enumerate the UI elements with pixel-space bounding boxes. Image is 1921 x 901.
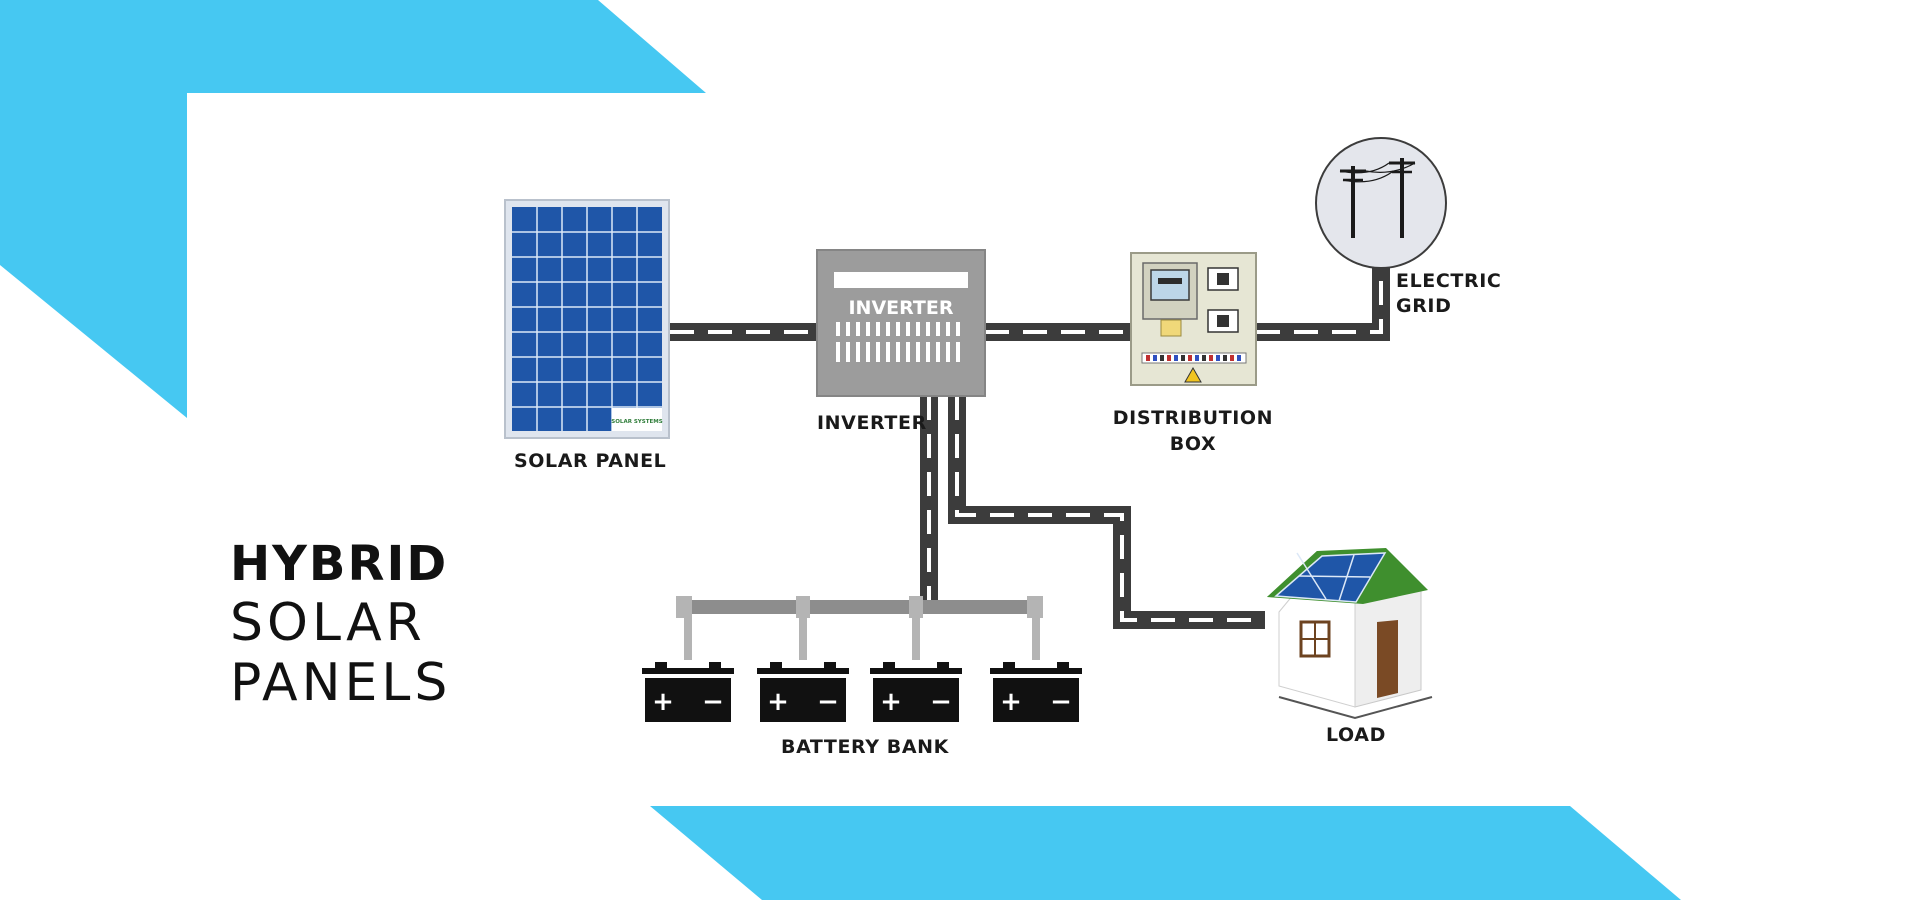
load-house: LOAD xyxy=(1267,548,1433,746)
wire-distribution-to-grid xyxy=(1256,268,1390,341)
battery-3-right-terminal xyxy=(937,662,949,670)
inverter-display xyxy=(834,272,968,288)
bottom-blue-shape xyxy=(650,806,1681,900)
inverter: INVERTER INVERTER xyxy=(816,249,986,434)
solar-panel: SOLAR SYSTEMS SOLAR PANEL xyxy=(504,199,670,472)
title-hybrid: HYBRID xyxy=(230,536,448,592)
battery-3-lid xyxy=(870,668,962,674)
battery-1: + − xyxy=(642,662,734,722)
breaker-2-switch xyxy=(1217,315,1229,327)
battery-4-right-terminal xyxy=(1057,662,1069,670)
battery-4-plus: + xyxy=(1000,687,1022,717)
grid-circle xyxy=(1315,137,1447,269)
distribution-box: DISTRIBUTION BOX xyxy=(1113,252,1273,455)
title-solar: SOLAR xyxy=(230,593,426,653)
battery-3-plus: + xyxy=(880,687,902,717)
battery-1-right-terminal xyxy=(709,662,721,670)
battery-1-body xyxy=(645,678,731,722)
utility-pole-icon xyxy=(1339,158,1416,238)
load-label: LOAD xyxy=(1326,724,1386,746)
inverter-label: INVERTER xyxy=(817,412,927,434)
battery-2-plus: + xyxy=(767,687,789,717)
wire-inverter-to-load xyxy=(948,396,1265,629)
battery-3: + − xyxy=(870,662,962,722)
battery-4-lid xyxy=(990,668,1082,674)
battery-2-minus: − xyxy=(817,687,839,717)
inverter-vents-top xyxy=(836,322,960,336)
house-ground-line xyxy=(1278,696,1433,720)
battery-4-left-terminal xyxy=(1003,662,1015,670)
background-decoration xyxy=(0,0,1681,900)
solar-panel-logo: SOLAR SYSTEMS xyxy=(611,419,662,425)
battery-4-minus: − xyxy=(1050,687,1072,717)
battery-3-body xyxy=(873,678,959,722)
house-door xyxy=(1377,620,1398,698)
battery-1-minus: − xyxy=(702,687,724,717)
battery-bank-label: BATTERY BANK xyxy=(781,736,950,758)
battery-bus-bar xyxy=(680,600,1040,614)
battery-bank: + − + − + − + − BATTERY BANK xyxy=(642,596,1082,758)
battery-2-right-terminal xyxy=(824,662,836,670)
roof-solar-grid xyxy=(1296,552,1371,602)
title-panels: PANELS xyxy=(230,653,451,713)
top-left-blue-shape xyxy=(0,0,706,418)
bus-bar-cap-left xyxy=(676,596,692,618)
battery-2-body xyxy=(760,678,846,722)
solar-panel-label: SOLAR PANEL xyxy=(514,450,666,472)
battery-2: + − xyxy=(757,662,849,722)
battery-1-lid xyxy=(642,668,734,674)
electric-grid: ELECTRIC GRID xyxy=(1315,137,1501,317)
solar-panel-logo-plate xyxy=(612,408,662,431)
battery-4: + − xyxy=(990,662,1082,722)
inverter-face-text: INVERTER xyxy=(848,297,953,319)
battery-1-left-terminal xyxy=(655,662,667,670)
electric-grid-label-line2: GRID xyxy=(1396,295,1451,317)
solar-panel-grid-lines xyxy=(512,207,662,431)
meter-readout xyxy=(1158,278,1182,284)
distribution-box-label-line1: DISTRIBUTION xyxy=(1113,407,1273,429)
battery-droppers xyxy=(684,596,1040,660)
distribution-box-label-line2: BOX xyxy=(1170,433,1216,455)
inverter-vents-bottom xyxy=(836,342,960,362)
breaker-1-switch xyxy=(1217,273,1229,285)
bus-bar-cap-right xyxy=(1027,596,1043,618)
meter-base xyxy=(1160,319,1182,337)
diagram-title: HYBRID SOLAR PANELS xyxy=(230,536,451,713)
battery-3-left-terminal xyxy=(883,662,895,670)
electric-grid-label-line1: ELECTRIC xyxy=(1396,270,1501,292)
battery-2-left-terminal xyxy=(770,662,782,670)
battery-1-plus: + xyxy=(652,687,674,717)
meter-display xyxy=(1150,269,1190,301)
warning-icon xyxy=(1184,366,1202,383)
battery-3-minus: − xyxy=(930,687,952,717)
battery-2-lid xyxy=(757,668,849,674)
busbar-terminals xyxy=(1141,352,1247,364)
wires xyxy=(670,268,1390,629)
battery-4-body xyxy=(993,678,1079,722)
